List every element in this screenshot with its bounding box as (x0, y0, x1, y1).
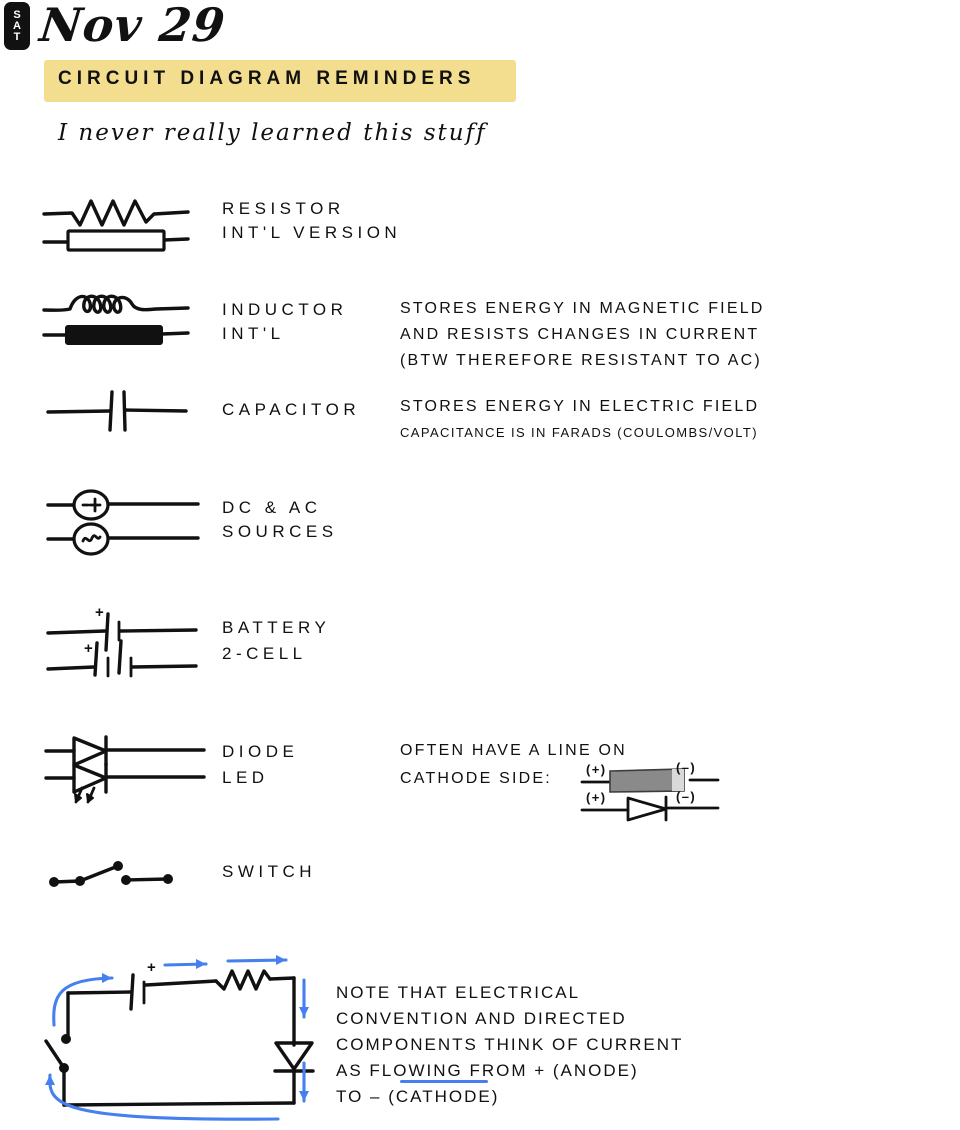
diode-label: DIODE (222, 742, 299, 761)
diode-package-diagram (580, 760, 720, 822)
circuit-battery-plus: + (147, 959, 156, 976)
battery-plus-mark-1: + (95, 604, 104, 621)
source-symbols (46, 486, 200, 556)
battery-plus-mark-2: + (84, 640, 93, 657)
switch-symbol (46, 858, 196, 898)
banner-title: CIRCUIT DIAGRAM REMINDERS (58, 68, 476, 89)
capacitor-label: CAPACITOR (222, 400, 361, 419)
day-badge-letter-2: A (13, 19, 21, 32)
circuit-note-line-1: NOTE THAT ELECTRICAL (336, 983, 581, 1002)
battery-2cell-label: 2-CELL (222, 644, 307, 663)
diode-note-line-2: CATHODE SIDE: (400, 770, 552, 787)
resistor-intl-label: INT'L VERSION (222, 223, 402, 242)
dc-ac-label: DC & AC (222, 498, 322, 517)
day-of-week-badge: S A T (4, 2, 30, 50)
page-date-title: Nov 29 (37, 0, 229, 52)
diode-note-line-1: OFTEN HAVE A LINE ON (400, 742, 627, 759)
capacitor-note-line-2: CAPACITANCE IS IN FARADS (COULOMBS/VOLT) (400, 425, 758, 440)
circuit-note-line-5: TO – (CATHODE) (336, 1087, 500, 1106)
circuit-note-line-4: AS FLOWING FROM + (ANODE) (336, 1061, 639, 1080)
full-circuit-diagram (30, 935, 360, 1130)
capacitor-symbol (46, 390, 188, 432)
package-cathode-label: (–) (676, 760, 697, 775)
sources-label: SOURCES (222, 522, 338, 541)
day-badge-letter-3: T (13, 30, 21, 43)
day-badge-letter-1: S (13, 8, 21, 21)
capacitor-note-line-1: STORES ENERGY IN ELECTRIC FIELD (400, 398, 760, 415)
package-anode-label: (+) (586, 762, 607, 777)
page-subtitle: I never really learned this stuff (58, 120, 487, 146)
led-label: LED (222, 768, 269, 787)
inductor-note-line-2: AND RESISTS CHANGES IN CURRENT (400, 326, 760, 343)
schematic-anode-label: (+) (586, 790, 607, 805)
flowing-underline (400, 1080, 488, 1083)
circuit-note-line-3: COMPONENTS THINK OF CURRENT (336, 1035, 684, 1054)
inductor-note-line-3: (BTW THEREFORE RESISTANT TO AC) (400, 352, 762, 369)
resistor-label: RESISTOR (222, 199, 345, 218)
inductor-intl-label: INT'L (222, 324, 285, 343)
inductor-coil-symbol (42, 290, 192, 350)
battery-label: BATTERY (222, 618, 331, 637)
resistor-zigzag-symbol (42, 192, 192, 254)
schematic-cathode-label: (–) (676, 789, 697, 804)
circuit-note-line-2: CONVENTION AND DIRECTED (336, 1009, 627, 1028)
highlighter-band (44, 60, 516, 102)
diode-led-symbols (44, 735, 206, 816)
switch-label: SWITCH (222, 862, 317, 881)
inductor-note-line-1: STORES ENERGY IN MAGNETIC FIELD (400, 300, 765, 317)
battery-symbols (46, 606, 198, 678)
inductor-label: INDUCTOR (222, 300, 348, 319)
